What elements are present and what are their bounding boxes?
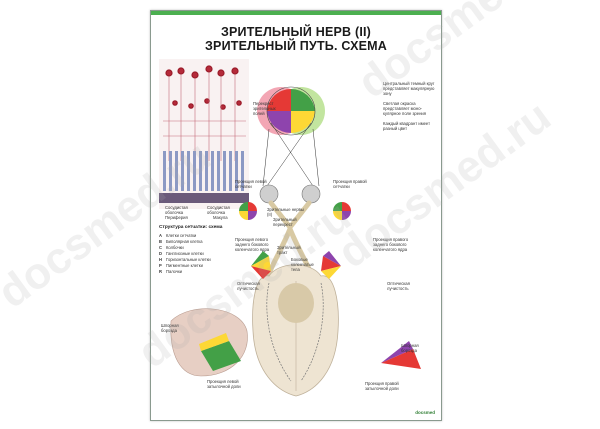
central-circle-note: Центральный темный круг представляет мак… (383, 81, 435, 96)
title-line-1: ЗРИТЕЛЬНЫЙ НЕРВ (II) (220, 25, 372, 39)
legend-title: Структура сетчатки: схема (159, 225, 223, 230)
retina-layers-illustration (159, 59, 249, 209)
left-radiation-label: Оптическая лучистость (237, 281, 260, 291)
brain-section (252, 264, 339, 397)
right-retina-projection-label: Проекция правой сетчатки (333, 179, 367, 189)
right-radiation-label: Оптическая лучистость (387, 281, 410, 291)
field-overlap-label: Перекрест зрительных полей (253, 101, 276, 116)
right-occipital-illustration (381, 341, 421, 369)
optic-tract-label: Зрительный тракт (277, 245, 301, 255)
left-calcarine-label: Шпорная борозда (161, 323, 179, 333)
poster: ЗРИТЕЛЬНЫЙ НЕРВ (II) ЗРИТЕЛЬНЫЙ ПУТЬ. СХ… (150, 10, 442, 421)
right-lgn-projection-icon (321, 251, 341, 279)
right-lgn-projection-label: Проекция правого заднего бокового коленч… (373, 237, 409, 252)
chiasm-label: Зрительный перекрест (273, 217, 297, 227)
left-retina-projection-label: Проекция левой сетчатки (235, 179, 267, 189)
title-line-2: ЗРИТЕЛЬНЫЙ ПУТЬ. СХЕМА (205, 39, 387, 53)
brand-logo: docsmed (415, 410, 435, 415)
eyeballs (259, 184, 321, 204)
periphery-label: Периферия (165, 215, 188, 220)
optic-nerves-label: Зрительные нервы (II) (267, 207, 304, 217)
macula-label: Макула (213, 215, 228, 220)
left-retina-projection-icon (239, 202, 257, 220)
right-calcarine-label: Шпорная борозда (401, 343, 419, 353)
visual-field-diagram (257, 86, 325, 136)
lgn-label: Боковые коленчатые тела (291, 257, 314, 272)
left-lgn-projection-icon (251, 251, 271, 279)
diagram-illustration (159, 59, 421, 397)
page-title: ЗРИТЕЛЬНЫЙ НЕРВ (II) ЗРИТЕЛЬНЫЙ ПУТЬ. СХ… (151, 25, 441, 53)
quadrant-note: Каждый квадрант имеет разный цвет (383, 121, 431, 131)
left-occipital-label: Проекция левой затылочной доли (207, 379, 241, 389)
retina-layer-label-right: Сосудистая оболочка (207, 205, 230, 215)
light-area-note: Светлая окраска представляет моно-кулярн… (383, 101, 426, 116)
retina-layer-label-left: Сосудистая оболочка (165, 205, 188, 215)
left-lgn-projection-label: Проекция левого заднего бокового коленча… (235, 237, 270, 252)
left-occipital-illustration (170, 308, 248, 377)
right-occipital-label: Проекция правой затылочной доли (365, 381, 399, 391)
accent-bar (151, 11, 441, 15)
right-retina-projection-icon (333, 202, 351, 220)
